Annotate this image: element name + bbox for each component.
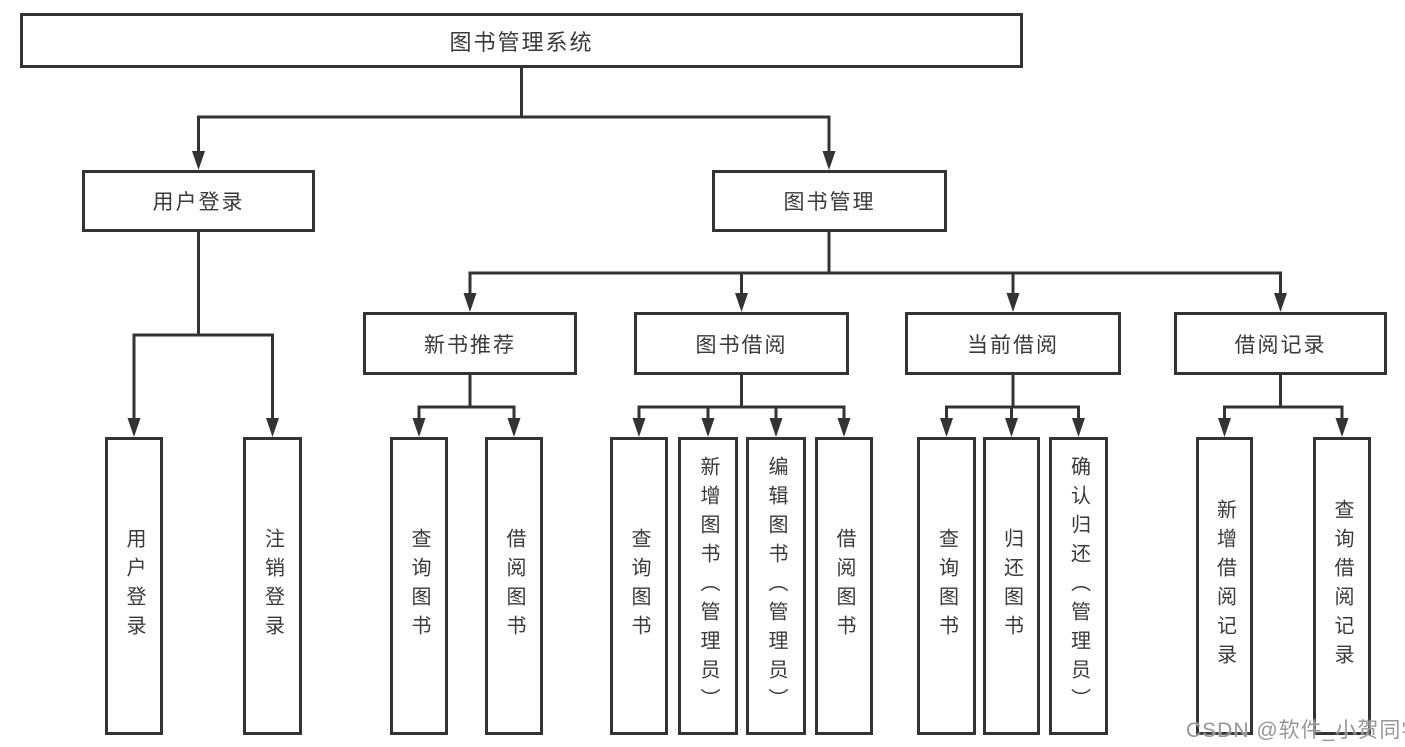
arrowhead-down-icon xyxy=(412,418,426,437)
node-label: 编辑图书（管理员） xyxy=(765,455,787,717)
node-label: 图书管理 xyxy=(783,191,876,214)
leaf-logout: 注销登录 xyxy=(243,437,302,735)
arrowhead-down-icon xyxy=(127,418,141,437)
arrowhead-down-icon xyxy=(1274,293,1287,312)
arrowhead-down-icon xyxy=(701,418,715,437)
leaf-user-login: 用户登录 xyxy=(105,437,163,735)
arrowhead-down-icon xyxy=(940,418,953,437)
node-label: 图书借阅 xyxy=(695,333,788,357)
arrowhead-down-icon xyxy=(632,418,646,437)
node-current-borrowing: 当前借阅 xyxy=(905,312,1121,375)
node-label: 用户登录 xyxy=(152,191,245,214)
node-user-login: 用户登录 xyxy=(82,170,315,232)
node-borrowing-records: 借阅记录 xyxy=(1174,312,1387,375)
node-label: 借阅图书 xyxy=(503,528,525,644)
node-label: 当前借阅 xyxy=(967,333,1059,357)
node-label: 注销登录 xyxy=(261,528,284,644)
node-book-borrowing: 图书借阅 xyxy=(634,312,849,375)
node-new-book-recommend: 新书推荐 xyxy=(363,312,577,375)
node-label: 借阅记录 xyxy=(1234,333,1327,357)
leaf-br-query-record: 查询借阅记录 xyxy=(1313,437,1371,735)
leaf-cb-confirm-return-admin: 确认归还（管理员） xyxy=(1049,437,1108,735)
node-label: 查询图书 xyxy=(935,528,958,644)
node-label: 借阅图书 xyxy=(833,528,855,644)
leaf-cb-return-books: 归还图书 xyxy=(983,437,1040,735)
node-label: 查询图书 xyxy=(628,528,650,644)
node-label: 新书推荐 xyxy=(424,333,516,357)
leaf-bb-edit-books-admin: 编辑图书（管理员） xyxy=(746,437,806,735)
arrowhead-down-icon xyxy=(1006,293,1020,312)
leaf-nbr-borrow-books: 借阅图书 xyxy=(485,437,543,735)
arrowhead-down-icon xyxy=(769,418,783,437)
arrowhead-down-icon xyxy=(463,293,477,312)
arrowhead-down-icon xyxy=(266,418,279,437)
node-label: 归还图书 xyxy=(1000,528,1023,644)
arrowhead-down-icon xyxy=(1335,418,1349,437)
leaf-br-add-record: 新增借阅记录 xyxy=(1196,437,1253,735)
arrowhead-down-icon xyxy=(507,418,521,437)
node-label: 新增图书（管理员） xyxy=(697,455,719,717)
arrowhead-down-icon xyxy=(192,151,205,170)
node-label: 用户登录 xyxy=(123,528,145,644)
node-label: 图书管理系统 xyxy=(449,29,594,55)
node-label: 查询图书 xyxy=(408,528,430,644)
arrowhead-down-icon xyxy=(735,293,748,312)
arrowhead-down-icon xyxy=(837,418,851,437)
leaf-cb-query-books: 查询图书 xyxy=(917,437,976,735)
arrowhead-down-icon xyxy=(822,151,836,170)
arrowhead-down-icon xyxy=(1218,418,1231,437)
arrowhead-down-icon xyxy=(1005,418,1018,437)
leaf-bb-query-books: 查询图书 xyxy=(610,437,668,735)
node-root-library-system: 图书管理系统 xyxy=(20,13,1023,68)
node-book-management: 图书管理 xyxy=(712,170,947,232)
leaf-bb-add-books-admin: 新增图书（管理员） xyxy=(678,437,738,735)
node-label: 确认归还（管理员） xyxy=(1067,455,1090,717)
leaf-bb-borrow-books: 借阅图书 xyxy=(815,437,873,735)
arrowhead-down-icon xyxy=(1072,418,1085,437)
node-label: 查询借阅记录 xyxy=(1331,499,1353,673)
csdn-watermark: CSDN @软件_小贺同学 xyxy=(1186,719,1405,742)
leaf-nbr-query-books: 查询图书 xyxy=(390,437,448,735)
node-label: 新增借阅记录 xyxy=(1213,499,1236,673)
